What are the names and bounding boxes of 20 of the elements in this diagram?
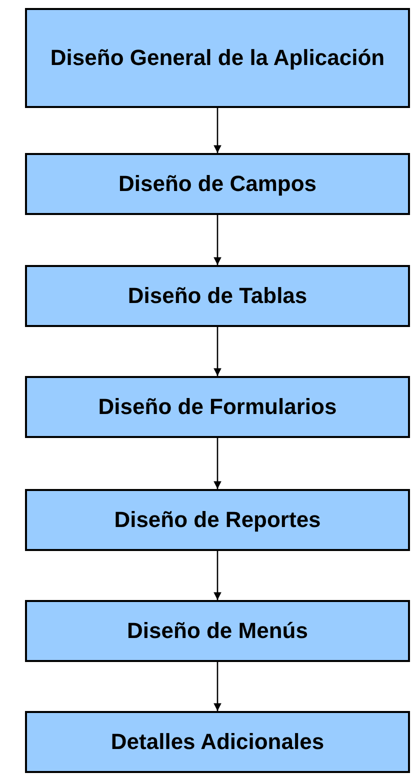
process-box — [25, 376, 410, 438]
box-label: Diseño de Campos — [118, 170, 317, 198]
box-label: Diseño de Reportes — [114, 506, 321, 534]
box-label: Diseño de Menús — [127, 616, 308, 645]
process-box — [25, 265, 410, 327]
box-label: Detalles Adicionales — [110, 728, 324, 756]
process-box — [25, 711, 410, 773]
process-box — [25, 600, 410, 662]
arrow — [214, 327, 222, 376]
arrow — [214, 551, 222, 600]
arrow — [214, 215, 222, 265]
process-box — [25, 8, 410, 108]
arrow — [214, 438, 222, 489]
box-label: Diseño de Formularios — [98, 392, 337, 421]
box-label: Diseño de Tablas — [128, 282, 308, 310]
process-box — [25, 153, 410, 215]
box-label: Diseño General de la Aplicación — [50, 44, 385, 72]
arrow — [214, 108, 222, 153]
arrow — [214, 662, 222, 711]
process-box — [25, 489, 410, 551]
